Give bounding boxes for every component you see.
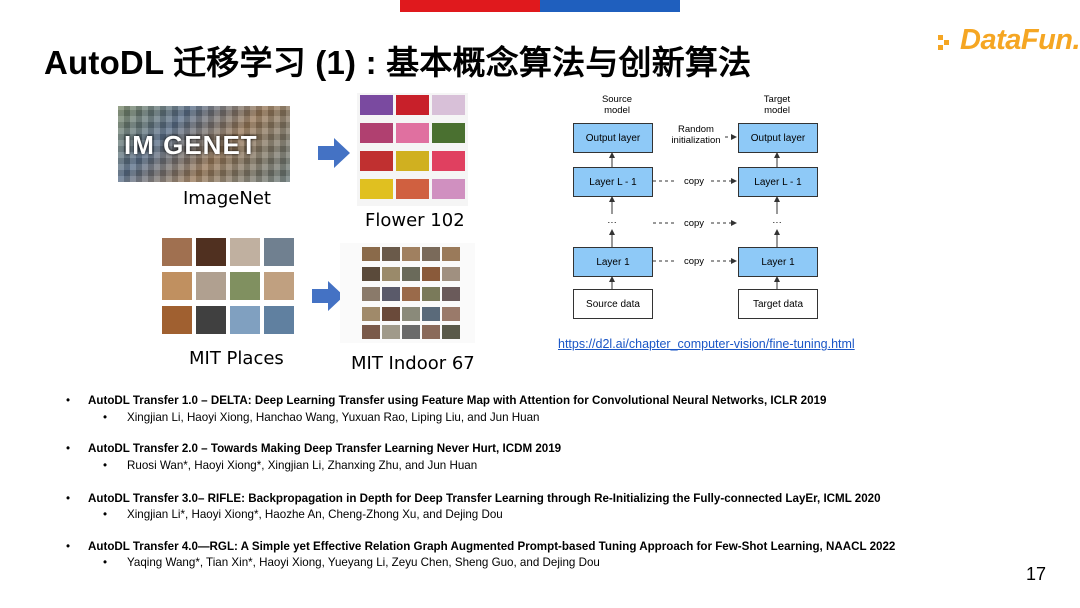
copy-label-dots: copy <box>677 218 711 229</box>
mit-places-grid-image <box>162 238 294 338</box>
bullet-icon: • <box>66 394 70 407</box>
target-data-box: Target data <box>738 289 818 319</box>
caption-mit-indoor67: MIT Indoor 67 <box>351 353 475 374</box>
reference-4-title: •AutoDL Transfer 4.0—RGL: A Simple yet E… <box>88 540 895 553</box>
reference-2-authors: •Ruosi Wan*, Haoyi Xiong*, Xingjian Li, … <box>127 459 477 472</box>
reference-3-title: •AutoDL Transfer 3.0– RIFLE: Backpropaga… <box>88 492 881 505</box>
datafun-logo: DataFun. <box>938 26 1068 62</box>
target-dots: ··· <box>760 217 794 228</box>
copy-label-layer1: copy <box>677 256 711 267</box>
target-layer-l1: Layer L - 1 <box>738 167 818 197</box>
logo-text: DataFun. <box>960 24 1080 57</box>
caption-flower102: Flower 102 <box>365 210 465 231</box>
bullet-icon: • <box>103 556 107 569</box>
logo-mark-icon <box>938 32 962 56</box>
copy-label-l1: copy <box>677 176 711 187</box>
reference-1-authors: •Xingjian Li, Haoyi Xiong, Hanchao Wang,… <box>127 411 540 424</box>
bullet-icon: • <box>66 492 70 505</box>
bullet-icon: • <box>66 540 70 553</box>
reference-3-authors: •Xingjian Li*, Haoyi Xiong*, Haozhe An, … <box>127 508 503 521</box>
source-data-box: Source data <box>573 289 653 319</box>
source-layer1: Layer 1 <box>573 247 653 277</box>
source-dots: ··· <box>595 217 629 228</box>
imagenet-collage-image: IM GENET <box>118 106 290 182</box>
bullet-icon: • <box>103 459 107 472</box>
top-accent-blue <box>540 0 680 12</box>
reference-1-title: •AutoDL Transfer 1.0 – DELTA: Deep Learn… <box>88 394 826 407</box>
bullet-icon: • <box>66 442 70 455</box>
reference-4-authors: •Yaqing Wang*, Tian Xin*, Haoyi Xiong, Y… <box>127 556 600 569</box>
target-layer1: Layer 1 <box>738 247 818 277</box>
slide-title: AutoDL 迁移学习 (1) : 基本概念算法与创新算法 <box>44 36 751 84</box>
bullet-icon: • <box>103 411 107 424</box>
fine-tuning-diagram: Source model Target model Random initial… <box>565 90 835 325</box>
target-output-layer: Output layer <box>738 123 818 153</box>
label-random-init: Random initialization <box>661 124 731 146</box>
fine-tuning-link[interactable]: https://d2l.ai/chapter_computer-vision/f… <box>558 337 855 351</box>
label-source-model: Source model <box>587 94 647 116</box>
source-layer-l1: Layer L - 1 <box>573 167 653 197</box>
top-accent-red <box>400 0 540 12</box>
caption-imagenet: ImageNet <box>183 188 271 209</box>
caption-mit-places: MIT Places <box>189 348 284 369</box>
reference-2-title: •AutoDL Transfer 2.0 – Towards Making De… <box>88 442 561 455</box>
bullet-icon: • <box>103 508 107 521</box>
source-output-layer: Output layer <box>573 123 653 153</box>
label-target-model: Target model <box>747 94 807 116</box>
page-number: 17 <box>1026 564 1046 585</box>
right-arrow-icon <box>318 138 350 168</box>
flower102-grid-image <box>357 93 468 206</box>
imagenet-logo-text: IM GENET <box>124 130 258 161</box>
mit-indoor67-grid-image <box>340 243 475 343</box>
